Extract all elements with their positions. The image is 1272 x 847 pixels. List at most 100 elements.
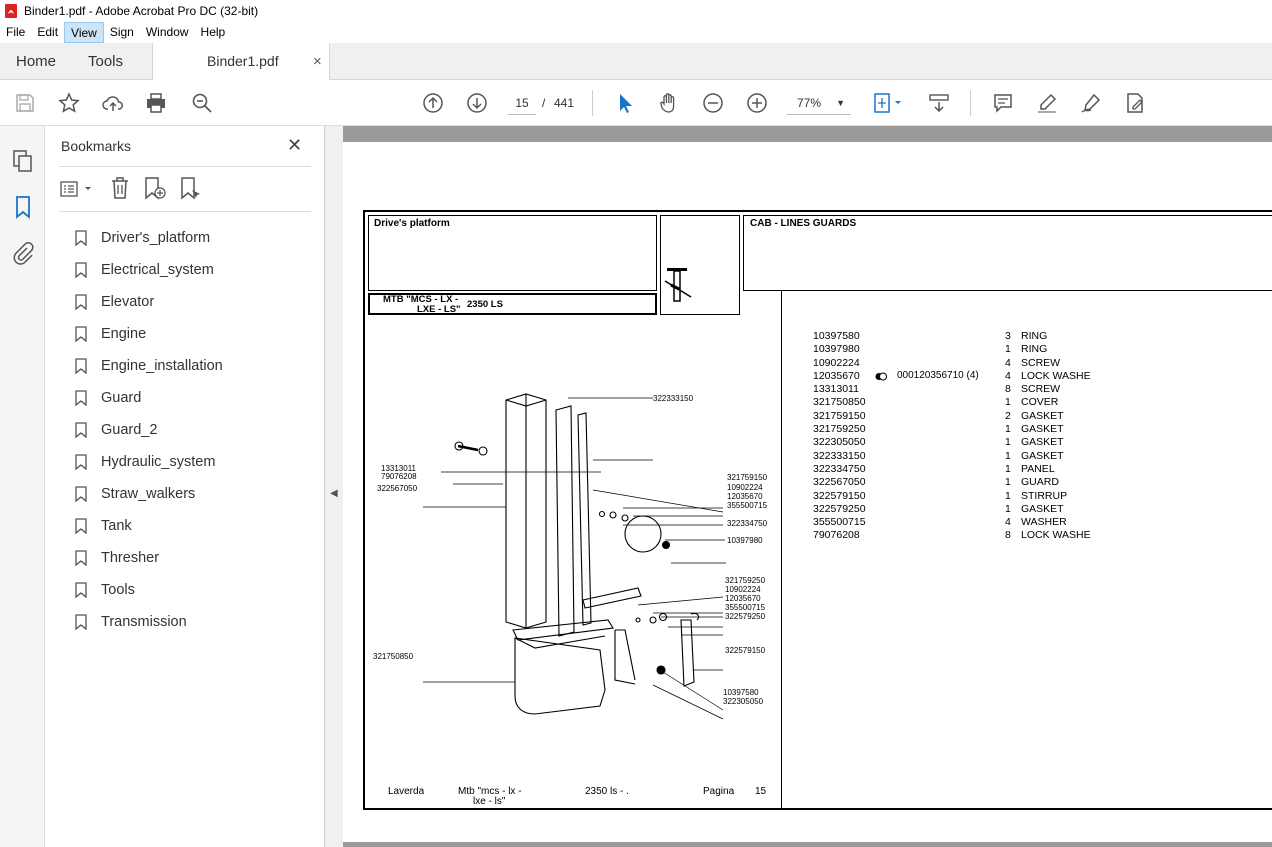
bookmark-label: Elevator (101, 294, 155, 310)
fit-page-button[interactable] (870, 90, 906, 116)
bookmark-label: Tools (101, 582, 135, 598)
highlighter-pen-icon (1038, 93, 1057, 113)
callout-label: 321759150 (727, 473, 768, 482)
bookmark-label: Engine (101, 326, 147, 342)
callout-label: 322334750 (727, 519, 768, 528)
menu-edit[interactable]: Edit (37, 25, 59, 39)
toolbar-divider (592, 90, 593, 116)
bookmarks-panel-button[interactable] (10, 194, 36, 220)
tab-document[interactable]: Binder1.pdf × (152, 43, 330, 81)
panel-collapse-handle[interactable]: ◀ (325, 126, 343, 847)
callout-label: 10902224 (727, 483, 763, 492)
zoom-in-button[interactable] (744, 90, 770, 116)
chevron-down-icon: ▼ (836, 98, 845, 108)
panel-divider (59, 166, 311, 167)
close-panel-button[interactable]: ✕ (287, 135, 303, 155)
menu-file[interactable]: File (6, 25, 26, 39)
navigation-rail (0, 126, 45, 847)
highlight-button[interactable] (1034, 90, 1060, 116)
minus-circle-icon (703, 93, 723, 113)
bookmark-label: Guard_2 (101, 422, 158, 438)
footer-model-2: lxe - ls" (473, 796, 506, 807)
callout-label: 355500715 (727, 501, 768, 510)
bookmark-label: Engine_installation (101, 358, 223, 374)
bookmark-label: Transmission (101, 614, 187, 630)
next-page-button[interactable] (464, 90, 490, 116)
bookmark-engine[interactable]: Engine (75, 318, 223, 350)
bookmark-label: Straw_walkers (101, 486, 196, 502)
pdf-page: Drive's platform MTB "MCS - LX - LXE - L… (343, 142, 1272, 842)
new-bookmark-icon[interactable] (143, 176, 167, 200)
hand-icon (660, 93, 675, 113)
page-heading: CAB - LINES GUARDS (750, 218, 857, 229)
title-bar: Binder1.pdf - Adobe Acrobat Pro DC (32-b… (0, 0, 1272, 22)
bookmark-hydraulic-system[interactable]: Hydraulic_system (75, 446, 223, 478)
bookmark-elevator[interactable]: Elevator (75, 286, 223, 318)
bookmark-star-button[interactable] (56, 90, 82, 116)
bookmark-engine-installation[interactable]: Engine_installation (75, 350, 223, 382)
hand-tool-button[interactable] (656, 90, 682, 116)
delete-trash-icon[interactable] (109, 176, 131, 200)
callout-label: 322579250 (725, 612, 766, 621)
print-button[interactable] (143, 90, 169, 116)
bookmark-transmission[interactable]: Transmission (75, 606, 223, 638)
tab-tools[interactable]: Tools (88, 53, 124, 70)
bolt-symbol-icon (664, 268, 692, 302)
document-viewport[interactable]: Drive's platform MTB "MCS - LX - LXE - L… (343, 126, 1272, 847)
pen-draw-icon (1081, 93, 1101, 113)
bookmark-electrical-system[interactable]: Electrical_system (75, 254, 223, 286)
bookmark-label: Tank (101, 518, 132, 534)
save-button[interactable] (12, 90, 38, 116)
menu-view[interactable]: View (64, 22, 104, 43)
zoom-level-value: 77% (797, 96, 822, 110)
bookmark-tank[interactable]: Tank (75, 510, 223, 542)
menu-window[interactable]: Window (145, 25, 189, 39)
scroll-mode-button[interactable] (926, 90, 952, 116)
callout-label: 322305050 (723, 697, 764, 706)
column-divider (781, 291, 782, 810)
tab-bar: Home Tools Binder1.pdf × (0, 43, 1272, 81)
draw-button[interactable] (1078, 90, 1104, 116)
bookmark-label: Driver's_platform (101, 230, 211, 246)
tab-home[interactable]: Home (16, 53, 57, 70)
menu-sign[interactable]: Sign (109, 25, 134, 39)
find-button[interactable] (189, 90, 215, 116)
menu-help[interactable]: Help (200, 25, 226, 39)
fill-sign-button[interactable] (1122, 90, 1148, 116)
zoom-out-button[interactable] (700, 90, 726, 116)
bookmark-drivers-platform[interactable]: Driver's_platform (75, 222, 223, 254)
page-thumbnails-button[interactable] (10, 148, 36, 174)
window-title: Binder1.pdf - Adobe Acrobat Pro DC (32-b… (24, 4, 259, 18)
bookmark-tools[interactable]: Tools (75, 574, 223, 606)
bookmark-icon (75, 294, 87, 310)
bookmark-icon (75, 486, 87, 502)
bookmark-straw-walkers[interactable]: Straw_walkers (75, 478, 223, 510)
find-bookmark-icon[interactable] (179, 176, 203, 200)
zoom-level-dropdown[interactable]: 77% ▼ (787, 91, 851, 115)
callout-label: 10397580 (723, 688, 759, 697)
select-tool-button[interactable] (612, 90, 638, 116)
comment-button[interactable] (990, 90, 1016, 116)
attachments-button[interactable] (10, 240, 36, 266)
page-number-input[interactable]: 15 (508, 91, 536, 115)
bookmark-icon (75, 390, 87, 406)
bookmark-thresher[interactable]: Thresher (75, 542, 223, 574)
menu-bar: File Edit View Sign Window Help (0, 22, 1272, 43)
tab-close-button[interactable]: × (313, 53, 322, 70)
bookmark-icon (75, 326, 87, 342)
upload-button[interactable] (100, 90, 126, 116)
model-line-2: LXE - LS" (417, 304, 461, 315)
page-separator: / (542, 96, 546, 110)
bookmark-guard-2[interactable]: Guard_2 (75, 414, 223, 446)
prev-page-button[interactable] (420, 90, 446, 116)
bookmark-guard[interactable]: Guard (75, 382, 223, 414)
options-list-icon[interactable] (59, 178, 95, 200)
section-title: Drive's platform (374, 218, 450, 229)
star-icon (58, 92, 80, 113)
